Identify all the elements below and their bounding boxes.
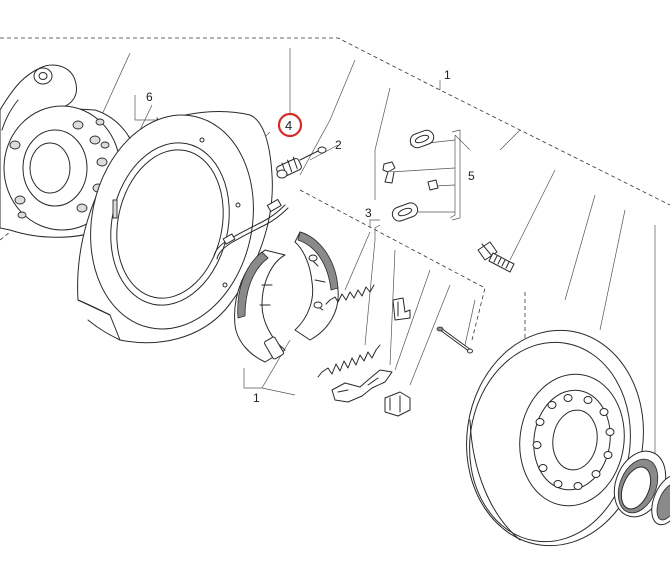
callout-1-bottom[interactable]: 1 [253,391,260,405]
small-pin [427,179,439,191]
hold-down-pin [436,326,473,354]
rotor-stud-holes [532,394,615,490]
brake-shoe-left-part[interactable] [234,249,286,363]
callout-3[interactable]: 3 [365,206,372,220]
callout-labels: 1 6 4 2 5 3 1 [146,68,475,405]
callout-1-top[interactable]: 1 [444,68,451,82]
grommet-bottom [391,202,419,222]
callout-6[interactable]: 6 [146,90,153,104]
cable-part[interactable] [213,198,289,260]
small-clip [382,161,396,184]
anchor-plate-bolt-holes [9,118,110,219]
hardware-kit-part[interactable] [382,128,461,223]
adjuster-screw-part[interactable] [276,146,327,179]
upper-spring [325,284,375,305]
seal-bearing-part[interactable] [605,443,670,529]
highlight-ring [277,112,303,138]
callout-5[interactable]: 5 [468,169,475,183]
callout-4-highlighted[interactable]: 4 [285,118,292,133]
callout-2[interactable]: 2 [335,138,342,152]
clip-small [392,297,411,321]
dust-shield-part[interactable] [71,100,273,345]
grommet-top [409,129,435,149]
retainer-lever [331,369,393,403]
lower-spring [317,344,381,378]
bracket-clip [384,391,411,417]
springs-clips-part[interactable] [317,224,473,417]
wheel-stud-part[interactable] [477,241,515,273]
assembly-bracket-lines [0,37,670,345]
brake-shoe-right-part[interactable] [294,231,339,341]
brake-rotor-part[interactable] [453,319,657,557]
